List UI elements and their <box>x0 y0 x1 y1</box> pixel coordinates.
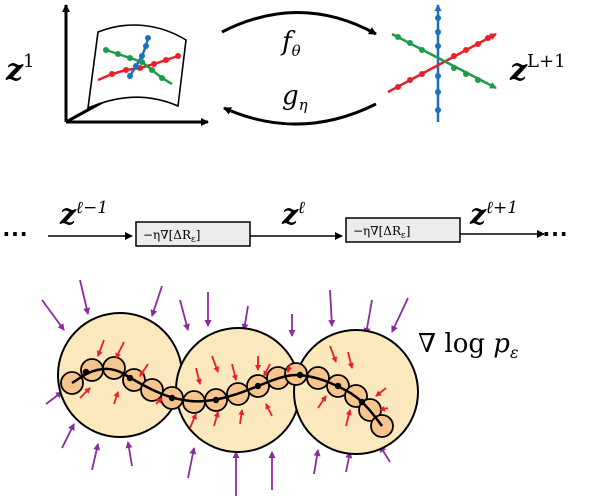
outer-arrow-3 <box>150 285 163 317</box>
inner-arrow-15 <box>286 363 293 373</box>
outer-arrow-14 <box>187 447 197 479</box>
score-function-label: ∇ log pε <box>418 329 519 362</box>
output-green-points <box>395 34 481 83</box>
outer-arrow-9 <box>391 297 409 333</box>
update-box-2-label: −η∇[ΔRε] <box>353 224 410 241</box>
z-prev-label: zℓ−1 <box>59 198 108 231</box>
curve-point-5 <box>254 382 262 390</box>
outer-arrow-18 <box>345 451 353 473</box>
curve-point-8 <box>358 398 366 406</box>
outer-arrow-1 <box>41 299 65 331</box>
manifold-curves <box>97 35 181 86</box>
middle-section: ⋯ zℓ−1 −η∇[ΔRε] zℓ −η∇[ΔRε] zℓ+1 ⋯ <box>2 198 568 249</box>
inner-arrow-4 <box>113 391 120 405</box>
curve-point-2 <box>126 374 134 382</box>
inner-arrow-18 <box>317 395 327 409</box>
outer-arrow-7 <box>328 289 336 327</box>
update-box-1 <box>135 221 251 247</box>
inner-arrow-12 <box>213 411 220 427</box>
inner-arrow-5 <box>139 363 149 377</box>
inner-arrow-13 <box>238 409 245 425</box>
outer-arrow-12 <box>91 443 101 471</box>
outer-arrow-5 <box>241 305 249 331</box>
backward-arrow <box>223 102 377 126</box>
inner-arrow-19 <box>345 409 352 427</box>
inner-arrow-1 <box>96 339 105 357</box>
inner-arrow-6 <box>195 367 202 385</box>
manifold-blue-points <box>127 35 151 79</box>
manifold-green-points <box>103 47 165 81</box>
top-section: z1 <box>5 4 566 126</box>
inner-arrow-17 <box>347 351 354 369</box>
inner-arrow-10 <box>263 363 271 377</box>
curve-point-3 <box>168 394 176 402</box>
outer-gradient-arrows <box>41 279 409 496</box>
curve-point-4 <box>212 396 220 404</box>
inner-arrow-11 <box>189 413 197 429</box>
inner-arrow-20 <box>375 387 387 397</box>
update-box-2 <box>345 217 461 243</box>
ellipsis-left: ⋯ <box>2 219 28 249</box>
outer-arrow-17 <box>313 449 321 475</box>
output-red-points <box>395 35 491 90</box>
outer-arrow-13 <box>125 441 133 467</box>
backward-label: gη <box>282 81 308 114</box>
output-blue-points <box>435 15 441 113</box>
ellipsis-right: ⋯ <box>542 219 568 249</box>
update-box-1-label: −η∇[ΔRε] <box>143 228 200 245</box>
inner-arrow-3 <box>79 387 91 399</box>
inner-arrow-22 <box>155 397 163 405</box>
z-output-label: zL+1 <box>509 51 566 88</box>
outer-arrow-8 <box>363 299 373 335</box>
curve-point-1 <box>82 368 90 376</box>
curve-point-6 <box>296 371 304 379</box>
z-cur-label: zℓ <box>281 198 305 231</box>
z-next-label: zℓ+1 <box>469 198 518 231</box>
inner-arrow-14 <box>265 403 273 417</box>
outer-arrow-11 <box>61 423 75 449</box>
curve-points <box>82 368 366 406</box>
bottom-section: ∇ log pε <box>41 279 519 496</box>
curve-point-7 <box>334 382 342 390</box>
inner-arrow-2 <box>115 341 125 359</box>
forward-label: fθ <box>280 27 301 60</box>
inner-arrow-8 <box>231 363 238 381</box>
inner-arrow-7 <box>211 355 220 373</box>
outer-arrow-2 <box>79 279 91 315</box>
inner-arrow-16 <box>329 345 338 363</box>
outer-arrow-10 <box>45 391 63 405</box>
outer-arrow-20 <box>179 299 190 331</box>
forward-arrow <box>221 11 377 36</box>
output-subspaces <box>387 4 497 122</box>
inner-arrow-21 <box>379 405 389 412</box>
z-input-label: z1 <box>5 51 35 88</box>
inner-gradient-arrows <box>79 339 389 429</box>
